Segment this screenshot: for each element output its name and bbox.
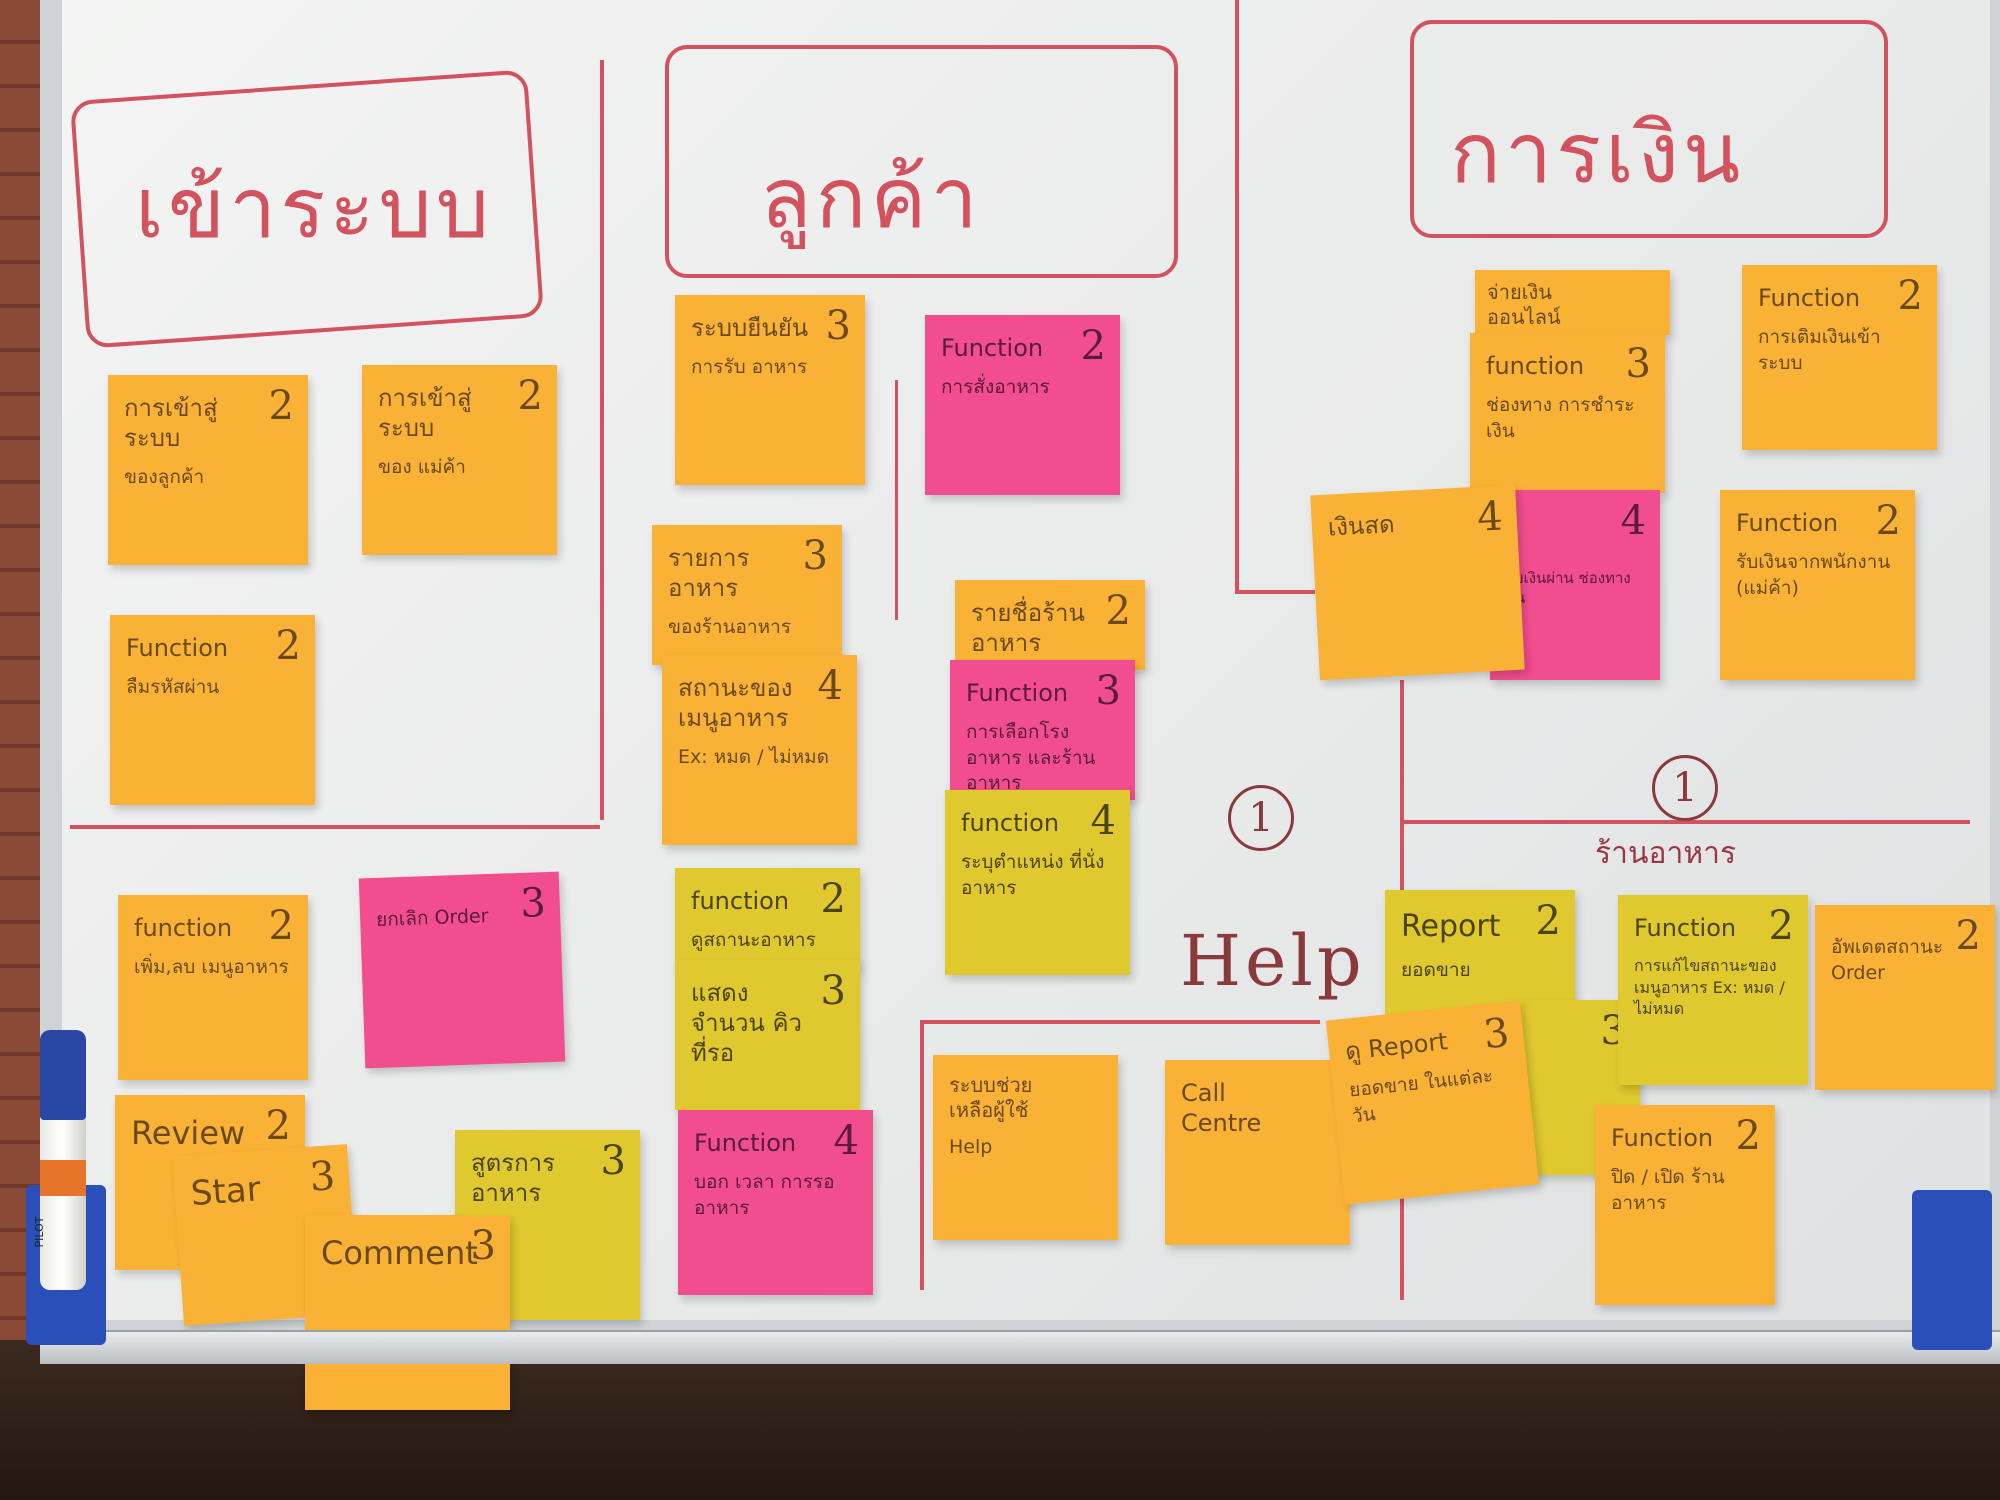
sticky-note: 2 Function ลืมรหัสผ่าน bbox=[110, 615, 315, 805]
divider-left-horizontal bbox=[70, 825, 600, 829]
sticky-note: 2 การเข้าสู่ระบบ ของลูกค้า bbox=[108, 375, 308, 565]
header-finance: การเงิน bbox=[1450, 104, 1745, 202]
sticky-note: 2 รายชื่อร้านอาหาร bbox=[955, 580, 1145, 670]
sticky-note: 2 Function การเติมเงินเข้า ระบบ bbox=[1742, 265, 1937, 450]
sticky-note: 3 function ช่องทาง การชำระเงิน bbox=[1470, 333, 1665, 493]
header-customer: ลูกค้า bbox=[760, 149, 982, 247]
sticky-note: 3 ระบบยืนยัน การรับ อาหาร bbox=[675, 295, 865, 485]
divider-center-hook bbox=[1235, 590, 1315, 594]
sticky-note: 2 Function การสั่งอาหาร bbox=[925, 315, 1120, 495]
marker-cap bbox=[40, 1030, 86, 1120]
sticky-note: 2 function เพิ่ม,ลบ เมนูอาหาร bbox=[118, 895, 308, 1080]
divider-center-vertical bbox=[1235, 0, 1239, 590]
sticky-note: 3 Comment bbox=[305, 1215, 510, 1410]
sticky-note: 2 Function รับเงินจากพนักงาน (แม่ค้า) bbox=[1720, 490, 1915, 680]
tray-clip-right bbox=[1912, 1190, 1992, 1350]
sticky-note: จ่ายเงิน ออนไลน์ bbox=[1475, 270, 1670, 335]
sticky-note: 2 function ดูสถานะอาหาร bbox=[675, 868, 860, 968]
label-restaurant: ร้านอาหาร bbox=[1595, 836, 1737, 871]
circled-number: 1 bbox=[1228, 785, 1294, 851]
marker-brand: PILOT bbox=[33, 1216, 46, 1248]
sticky-note: Call Centre bbox=[1165, 1060, 1350, 1245]
divider-help-horizontal bbox=[920, 1020, 1320, 1024]
sticky-note: 2 การเข้าสู่ระบบ ของ แม่ค้า bbox=[362, 365, 557, 555]
sticky-note: 3 ดู Report ยอดขาย ในแต่ละวัน bbox=[1325, 1000, 1540, 1205]
circled-number: 1 bbox=[1652, 755, 1718, 821]
floor bbox=[0, 1340, 2000, 1500]
marker-band bbox=[40, 1160, 86, 1196]
divider-help-vertical bbox=[920, 1020, 924, 1290]
label-help: Help bbox=[1180, 920, 1366, 1002]
sticky-note: 4 เงินสด bbox=[1310, 484, 1525, 681]
sticky-note: 2 Function ปิด / เปิด ร้านอาหาร bbox=[1595, 1105, 1775, 1305]
marker-tray bbox=[40, 1330, 2000, 1364]
divider-right-horizontal bbox=[1400, 820, 1970, 824]
sticky-note: 2 อัพเดตสถานะ Order bbox=[1815, 905, 1995, 1090]
sticky-note: 4 สถานะของ เมนูอาหาร Ex: หมด / ไม่หมด bbox=[662, 655, 857, 845]
sticky-note: 4 function ระบุตำแหน่ง ที่นั่งอาหาร bbox=[945, 790, 1130, 975]
sticky-note: 3 Function การเลือกโรงอาหาร และร้านอาหาร bbox=[950, 660, 1135, 800]
sticky-note: 3 แสดง จำนวน คิวที่รอ bbox=[675, 960, 860, 1110]
sticky-note: 4 Function บอก เวลา การรออาหาร bbox=[678, 1110, 873, 1295]
sticky-note: 3 รายการอาหาร ของร้านอาหาร bbox=[652, 525, 842, 665]
whiteboard-marker[interactable]: PILOT bbox=[33, 1030, 86, 1290]
header-login: เข้าระบบ bbox=[135, 159, 494, 257]
divider-left-vertical bbox=[600, 60, 604, 820]
header-box-customer bbox=[665, 45, 1178, 278]
sticky-note: 2 Function การแก้ไขสถานะของ เมนูอาหาร Ex… bbox=[1618, 895, 1808, 1085]
sticky-note: ระบบช่วยเหลือผู้ใช้ Help bbox=[933, 1055, 1118, 1240]
arrow-link bbox=[895, 380, 898, 620]
sticky-note: 3 ยกเลิก Order bbox=[358, 871, 566, 1069]
header-box-finance bbox=[1410, 20, 1888, 238]
